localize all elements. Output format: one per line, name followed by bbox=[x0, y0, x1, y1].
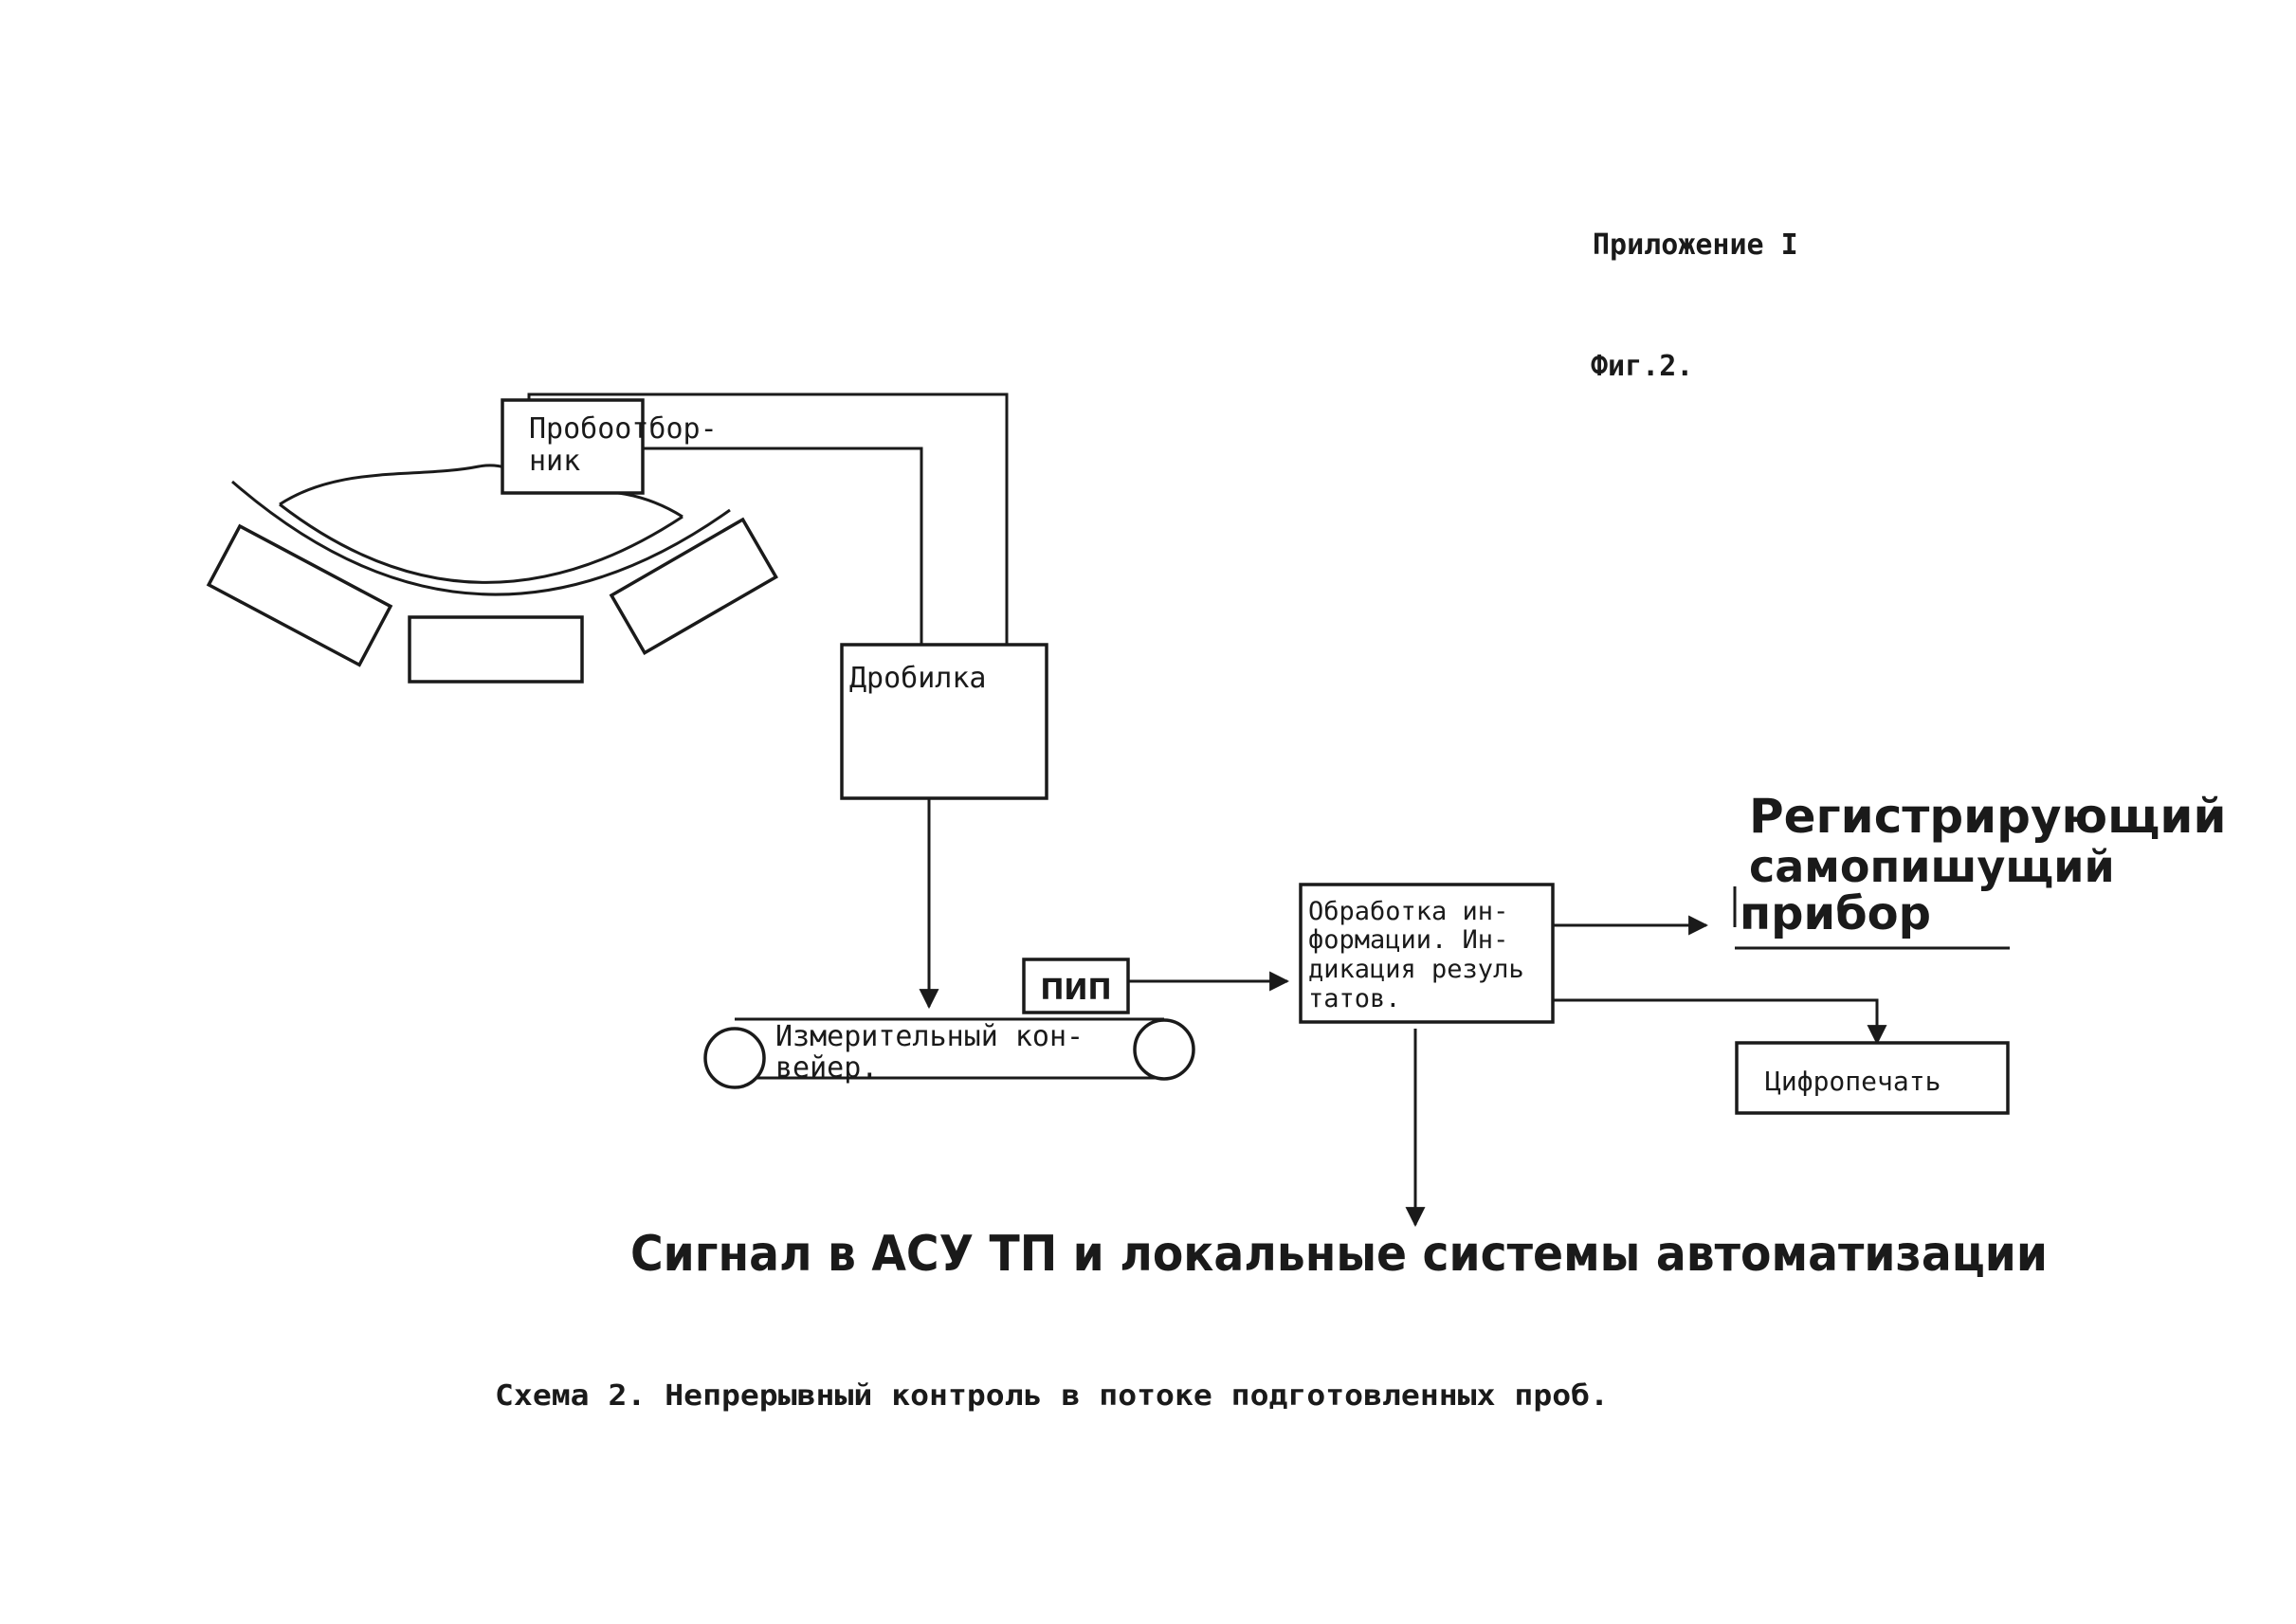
recorder-node: Регистрирующий самопишущий прибор bbox=[1735, 789, 2227, 950]
mill-inner-arc bbox=[279, 502, 683, 584]
printer-label: Цифропечать bbox=[1765, 1066, 1941, 1097]
sampler-label-line1: Пробоотбор- bbox=[529, 412, 718, 446]
appendix-label: Приложение I bbox=[1593, 228, 1798, 262]
recorder-label-line3: прибор bbox=[1740, 887, 1931, 940]
processing-label-line4: татов. bbox=[1308, 984, 1401, 1013]
conveyor-node: Измерительный кон- вейер. bbox=[703, 1017, 1195, 1089]
conveyor-label-line1: Измерительный кон- bbox=[775, 1020, 1084, 1053]
mill-outer-arc bbox=[231, 480, 731, 596]
signal-output-label: Сигнал в АСУ ТП и локальные системы авто… bbox=[630, 1226, 2048, 1283]
conveyor-pulley-left bbox=[703, 1027, 766, 1089]
conveyor-pulley-right bbox=[1133, 1018, 1195, 1081]
pip-label: ПИП bbox=[1040, 974, 1111, 1007]
mill-drum bbox=[206, 464, 778, 684]
figure-caption: Схема 2. Непрерывный контроль в потоке п… bbox=[495, 1379, 1609, 1413]
printer-node: Цифропечать bbox=[1735, 1041, 2010, 1115]
recorder-label-line1: Регистрирующий bbox=[1749, 789, 2227, 844]
line-sampler-crusher-inner bbox=[643, 447, 923, 645]
conveyor-label-line2: вейер. bbox=[775, 1051, 878, 1085]
processing-box bbox=[1299, 883, 1555, 1024]
sampler-label-line2: ник bbox=[529, 445, 580, 478]
figure-label: Фиг.2. bbox=[1591, 350, 1693, 383]
sampler-box bbox=[501, 398, 645, 495]
crusher-box bbox=[840, 643, 1048, 800]
line-sampler-crusher-outer bbox=[527, 392, 1009, 645]
pip-box bbox=[1022, 958, 1130, 1014]
arrow-processing-printer bbox=[1553, 998, 1887, 1046]
processing-node: Обработка ин- формации. Ин- дикация резу… bbox=[1299, 883, 1555, 1024]
processing-label-line3: дикация резуль bbox=[1308, 955, 1524, 984]
processing-label-line1: Обработка ин- bbox=[1308, 897, 1508, 926]
printer-box bbox=[1735, 1041, 2010, 1115]
mill-roller-middle bbox=[408, 615, 584, 684]
connections bbox=[527, 392, 1887, 1228]
sampler-node: Пробоотбор- ник bbox=[501, 398, 718, 495]
processing-label-line2: формации. Ин- bbox=[1308, 925, 1508, 955]
mill-roller-left bbox=[206, 523, 393, 667]
mill-roller-right bbox=[609, 517, 778, 656]
recorder-label-line2: самопишущий bbox=[1749, 841, 2115, 892]
crusher-node: Дробилка bbox=[840, 643, 1048, 800]
pip-node: ПИП bbox=[1022, 958, 1130, 1014]
crusher-label: Дробилка bbox=[849, 662, 987, 695]
